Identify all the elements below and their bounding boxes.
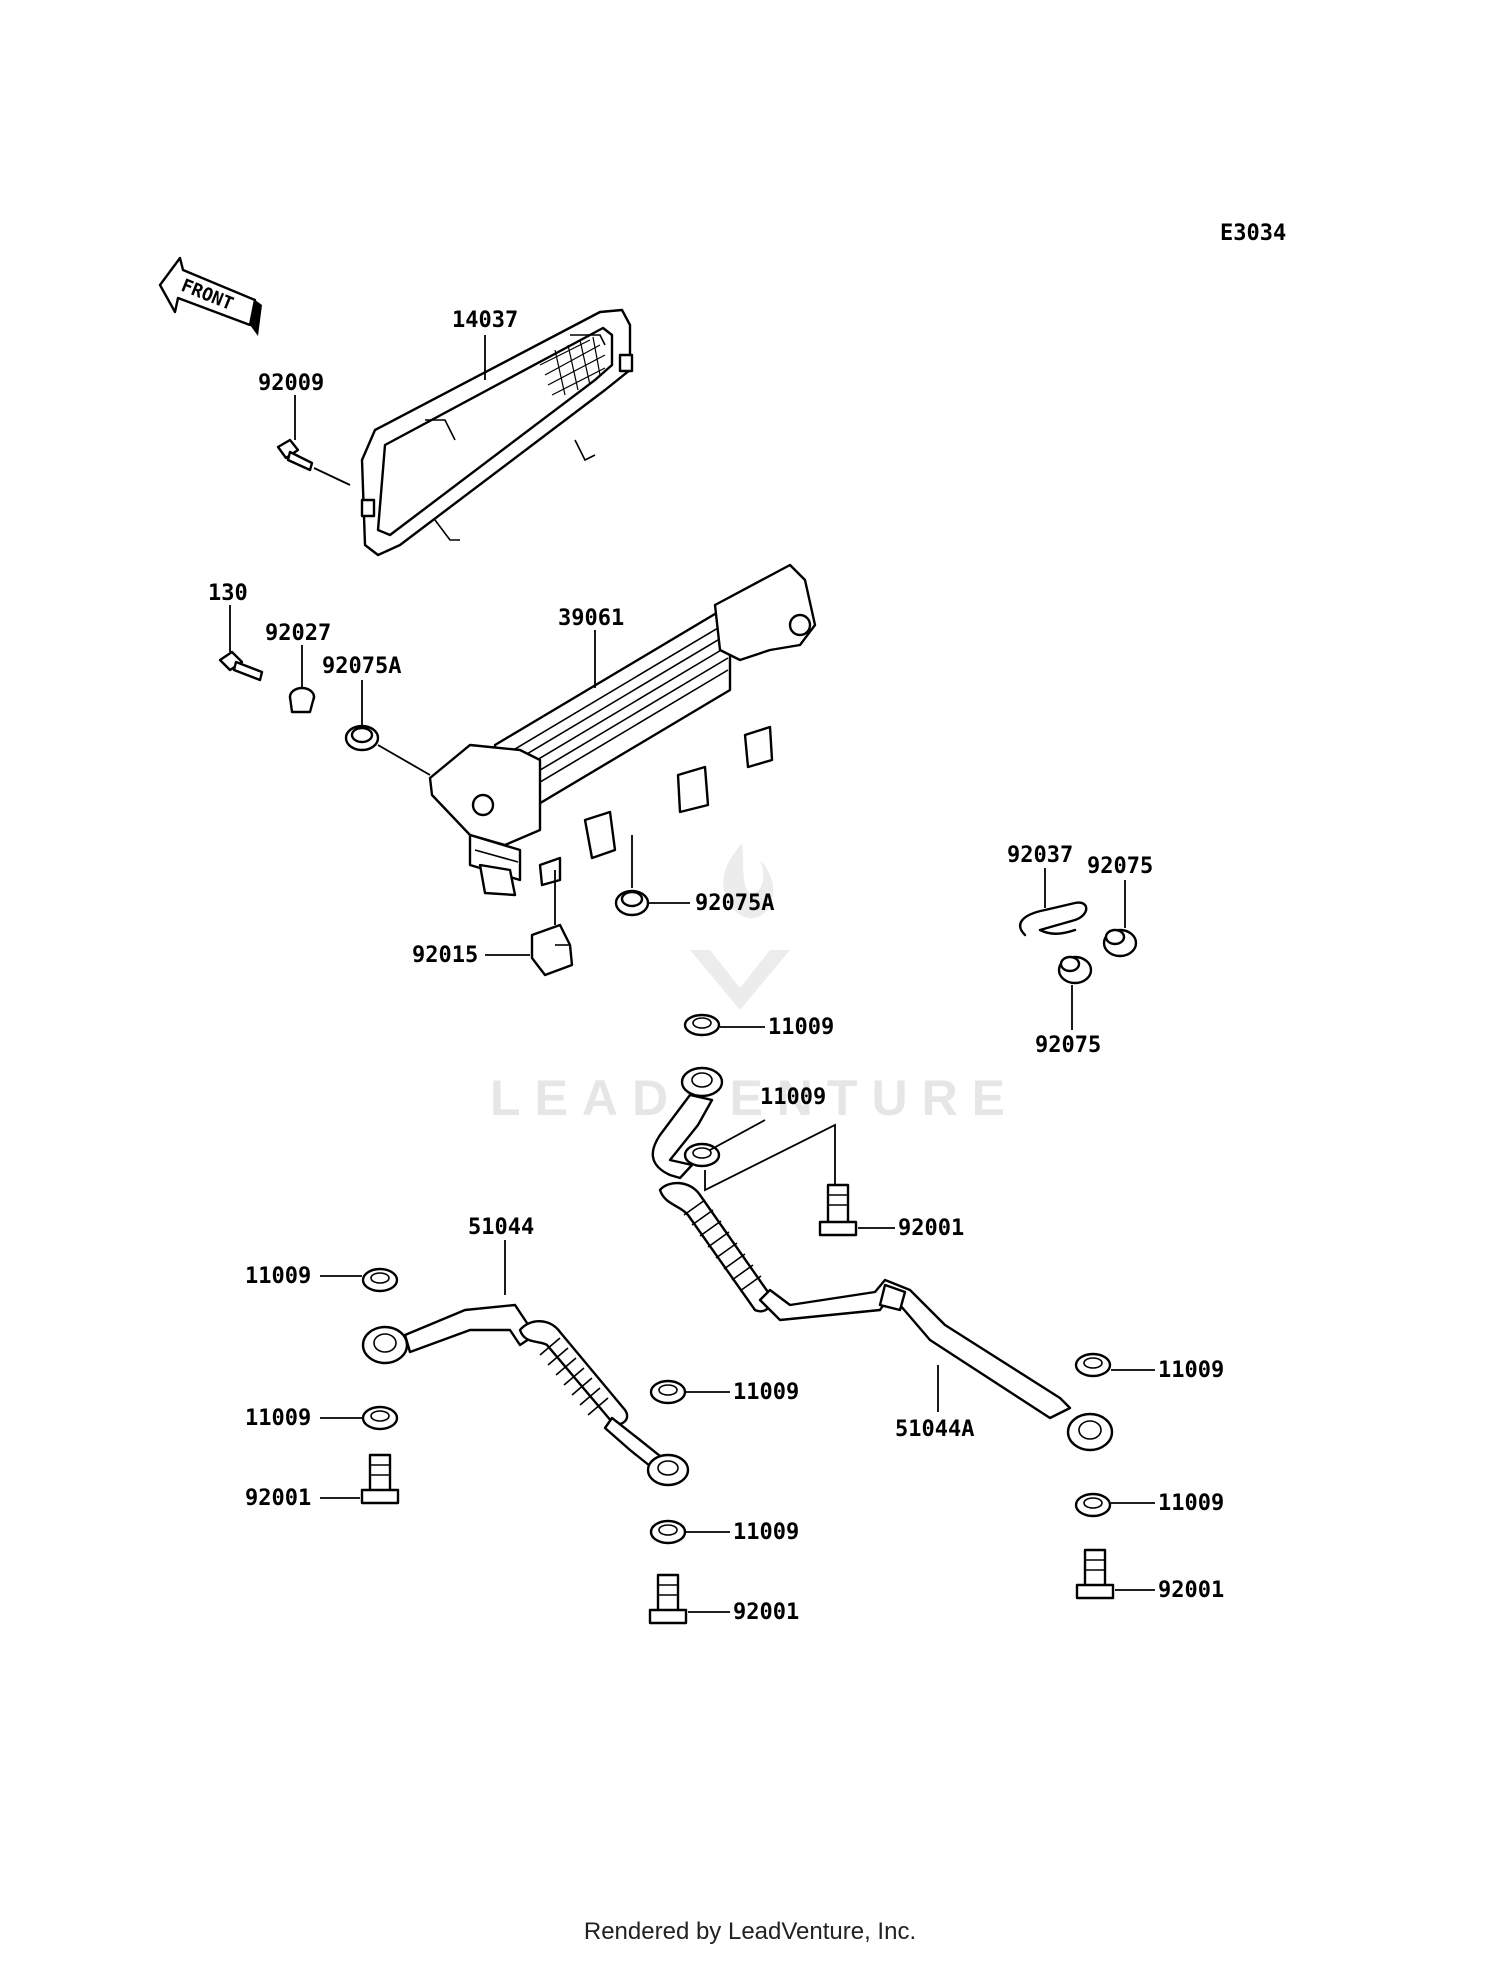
leader-bracket-92001-a [704, 1123, 836, 1192]
watermark: LEADVENTURE [490, 843, 1019, 1126]
watermark-text: LEADVENTURE [490, 1070, 1019, 1126]
callout-11009-a: 11009 [768, 1015, 834, 1040]
callout-92075-a: 92075 [1087, 854, 1153, 879]
clamp-92015 [530, 923, 574, 977]
banjo-bolt-92001-c [648, 1573, 688, 1625]
callout-11009-c: 11009 [245, 1264, 311, 1289]
oil-hose-51044A [651, 1066, 1114, 1452]
washer-11009-a [683, 1013, 721, 1037]
callout-92075-b: 92075 [1035, 1033, 1101, 1058]
callout-92001-d: 92001 [1158, 1578, 1224, 1603]
callout-92001-c: 92001 [733, 1600, 799, 1625]
callout-130: 130 [208, 581, 248, 606]
banjo-bolt-92001-a [818, 1183, 858, 1237]
washer-11009-h [1074, 1492, 1112, 1518]
callout-11009-f: 11009 [733, 1520, 799, 1545]
clip-92037 [1019, 901, 1088, 937]
mesh-grille [539, 336, 606, 396]
cooler-cover-14037 [360, 308, 634, 557]
banjo-bolt-92001-b [360, 1453, 400, 1505]
callout-92075A-bottom: 92075A [695, 891, 774, 916]
callout-51044: 51044 [468, 1215, 534, 1240]
grommet-92075A-top [344, 724, 380, 752]
screw-92009 [276, 438, 314, 472]
washer-11009-e [361, 1405, 399, 1431]
diagram-id: E3034 [1220, 221, 1286, 246]
callout-11009-b: 11009 [760, 1085, 826, 1110]
oil-hose-51044 [361, 1303, 690, 1487]
callout-92027: 92027 [265, 621, 331, 646]
bolt-130 [218, 650, 264, 682]
washer-11009-c [361, 1267, 399, 1293]
callout-92001-b: 92001 [245, 1486, 311, 1511]
leader-92009-b [313, 467, 351, 486]
washer-11009-d [649, 1379, 687, 1405]
washer-11009-f [649, 1519, 687, 1545]
banjo-bolt-92001-d [1075, 1548, 1115, 1600]
callout-92001-a: 92001 [898, 1216, 964, 1241]
leader-11009-b [709, 1119, 766, 1151]
collar-92027 [288, 686, 316, 714]
callout-92075A-top: 92075A [322, 654, 401, 679]
callout-11009-g: 11009 [1158, 1358, 1224, 1383]
callout-92037: 92037 [1007, 843, 1073, 868]
callout-92015: 92015 [412, 943, 478, 968]
callout-11009-h: 11009 [1158, 1491, 1224, 1516]
callout-92009: 92009 [258, 371, 324, 396]
callout-11009-d: 11009 [733, 1380, 799, 1405]
callout-39061: 39061 [558, 606, 624, 631]
oil-cooler-39061 [428, 563, 817, 897]
grommet-92075-b [1057, 955, 1093, 985]
leader-92075A-top-b [377, 744, 431, 776]
footer-credit: Rendered by LeadVenture, Inc. [583, 1918, 917, 1945]
grommet-92075A-bottom [614, 889, 650, 917]
callout-14037: 14037 [452, 308, 518, 333]
washer-11009-g [1074, 1352, 1112, 1378]
callout-11009-e: 11009 [245, 1406, 311, 1431]
callout-51044A: 51044A [895, 1417, 974, 1442]
front-arrow: FRONT [158, 256, 262, 336]
grommet-92075-a [1102, 928, 1138, 958]
